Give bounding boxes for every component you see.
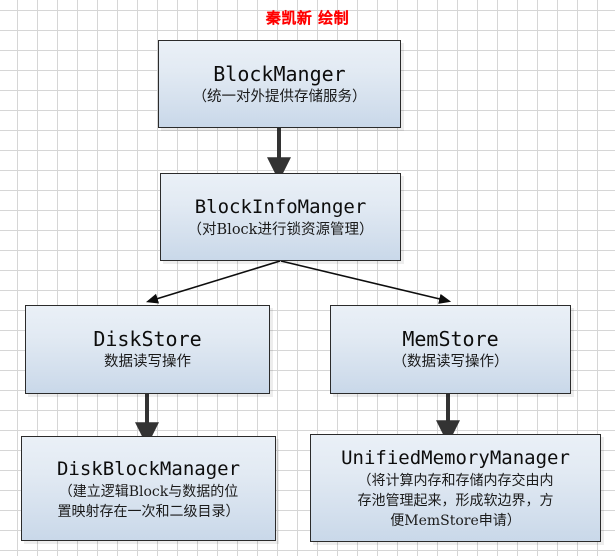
edge-blockinfomanger-to-diskstore [145,260,281,304]
node-unifiedmemorymanager-subtitle-line-1: （将计算内存和存储内存交由内 [357,473,554,489]
node-blockinfomanger[interactable]: BlockInfoManger （对Block进行锁资源管理） [160,173,401,261]
node-blockinfomanger-title: BlockInfoManger [194,195,367,218]
node-blockmanger[interactable]: BlockManger （统一对外提供存储服务） [158,40,401,128]
node-unifiedmemorymanager-subtitle-line-3: 便MemStore申请） [390,513,521,529]
node-diskblockmanager-title: DiskBlockManager [56,457,241,480]
node-blockinfomanger-subtitle-line-1: （对Block进行锁资源管理） [187,221,374,238]
node-diskstore[interactable]: DiskStore 数据读写操作 [25,305,270,394]
node-unifiedmemorymanager[interactable]: UnifiedMemoryManager （将计算内存和存储内存交由内 存池管理… [310,434,601,542]
edge-blockinfomanger-to-memstore [280,260,452,304]
node-blockmanger-subtitle-line-1: （统一对外提供存储服务） [192,88,367,105]
node-memstore-title: MemStore [402,327,499,351]
node-memstore-subtitle-line-1: （数据读写操作） [392,354,509,370]
node-diskblockmanager-subtitle-line-1: （建立逻辑Block与数据的位 [58,483,239,500]
node-unifiedmemorymanager-title: UnifiedMemoryManager [341,447,570,469]
diagram-title: 秦凯新 绘制 [265,9,350,27]
node-diskblockmanager-subtitle-line-2: 置映射存在一次和二级目录） [57,503,240,520]
node-unifiedmemorymanager-subtitle-line-2: 存池管理起来，形成软边界，方 [357,493,554,509]
node-blockmanger-title: BlockManger [213,61,346,86]
node-diskstore-subtitle-line-1: 数据读写操作 [104,354,191,370]
node-diskstore-title: DiskStore [93,327,202,351]
node-memstore[interactable]: MemStore （数据读写操作） [330,305,571,394]
node-diskblockmanager[interactable]: DiskBlockManager （建立逻辑Block与数据的位 置映射存在一次… [21,436,276,541]
